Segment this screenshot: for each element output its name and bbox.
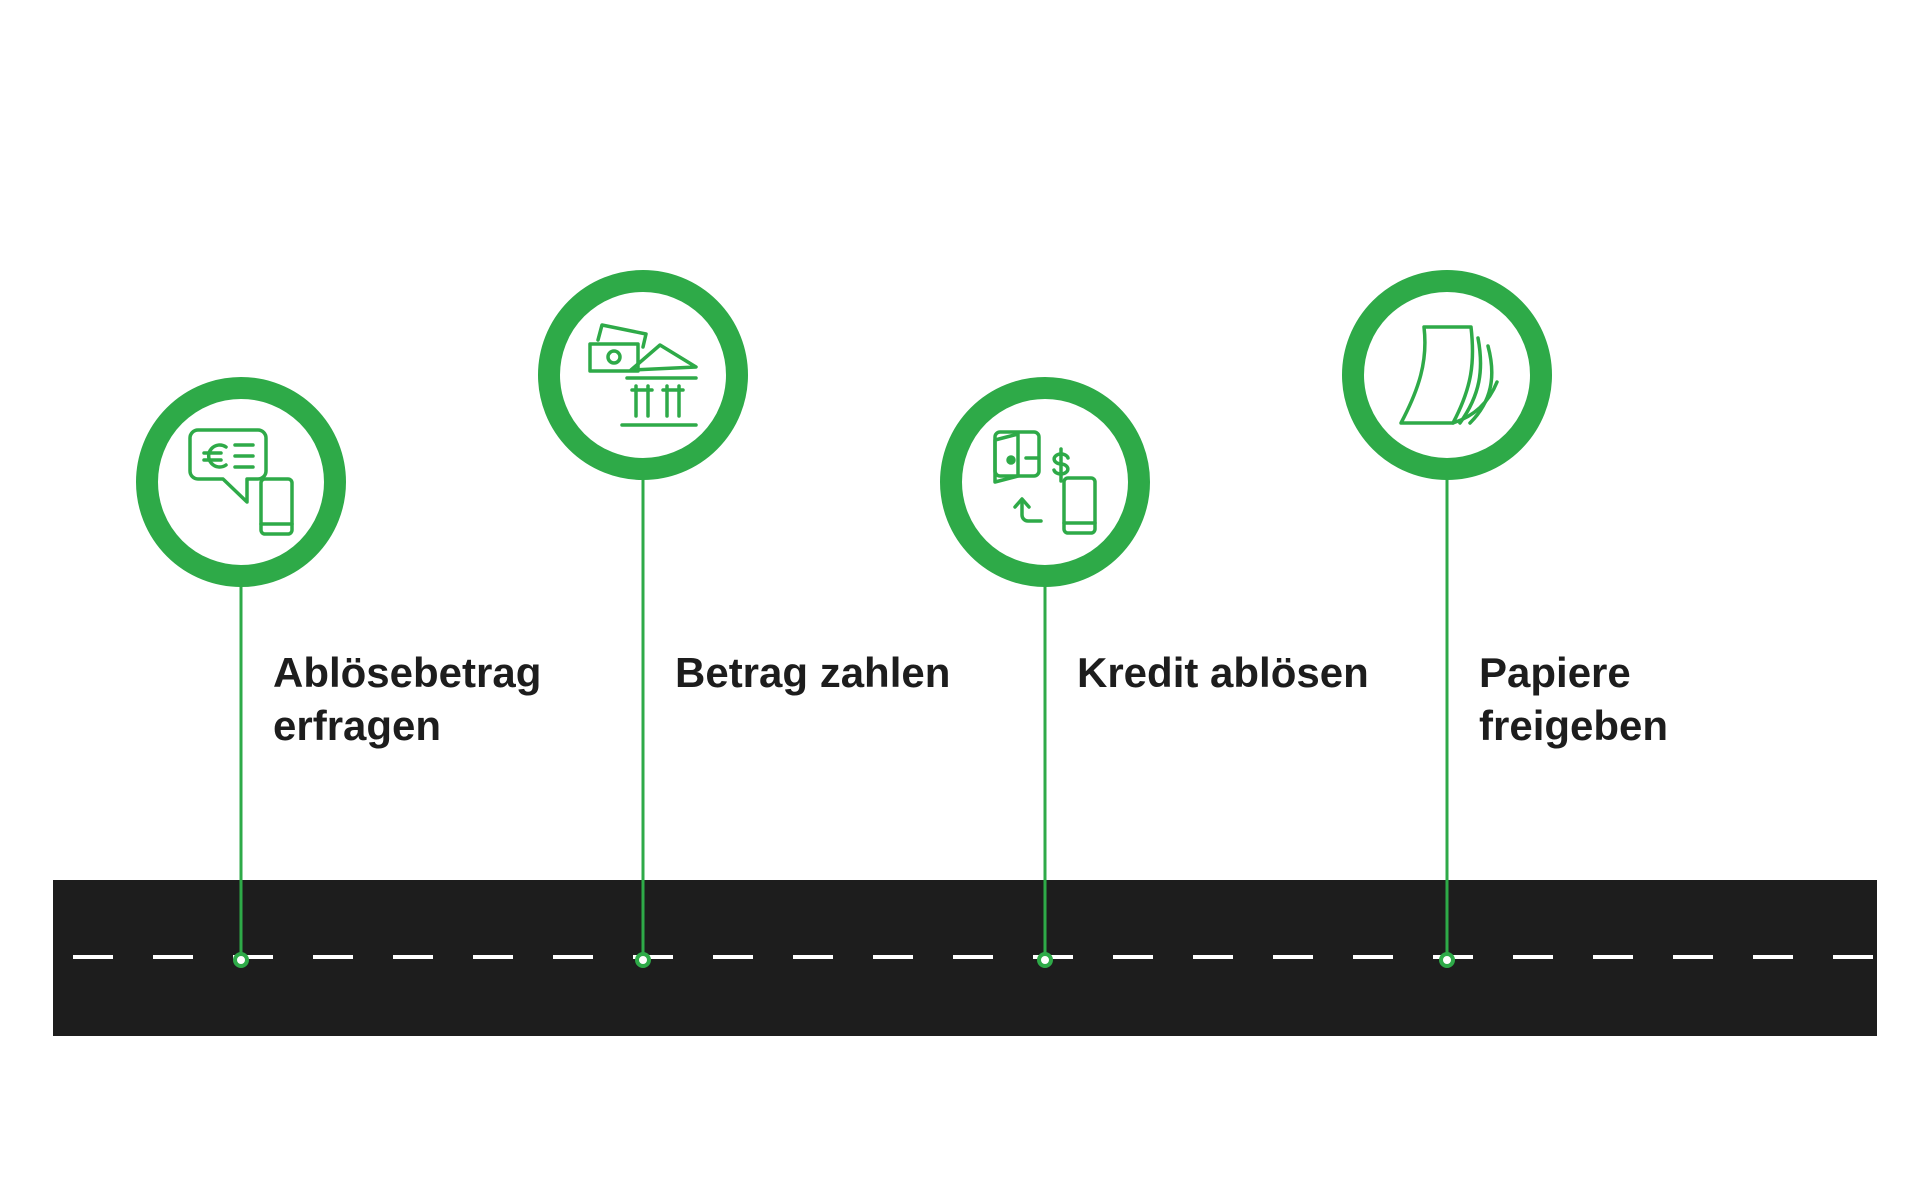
step-1-marker [136,377,346,587]
step-4-anchor [1439,952,1455,968]
step-2-label: Betrag zahlen [675,646,975,699]
step-2-label-line-1: Betrag zahlen [675,649,951,696]
step-1-label-line-2: erfragen [273,702,442,749]
step-4-label-line-2: freigeben [1479,702,1669,749]
wallet-dollar-phone-icon [993,430,1097,535]
step-2-marker [538,270,748,480]
step-1-anchor [233,952,249,968]
paper-documents-icon [1399,325,1499,425]
step-3-marker [940,377,1150,587]
step-4-label-line-1: Papiere [1479,649,1631,696]
step-2-anchor [635,952,651,968]
step-1-label: Ablösebetrag erfragen [273,646,573,752]
step-4-marker [1342,270,1552,480]
step-3-label-line-1: Kredit ablösen [1077,649,1369,696]
euro-chat-phone-icon [188,428,294,536]
step-1-label-line-1: Ablösebetrag [273,649,542,696]
step-3-label: Kredit ablösen [1077,646,1377,699]
money-to-bank-icon [588,323,698,427]
step-4-label: Papiere freigeben [1479,646,1779,752]
step-3-anchor [1037,952,1053,968]
